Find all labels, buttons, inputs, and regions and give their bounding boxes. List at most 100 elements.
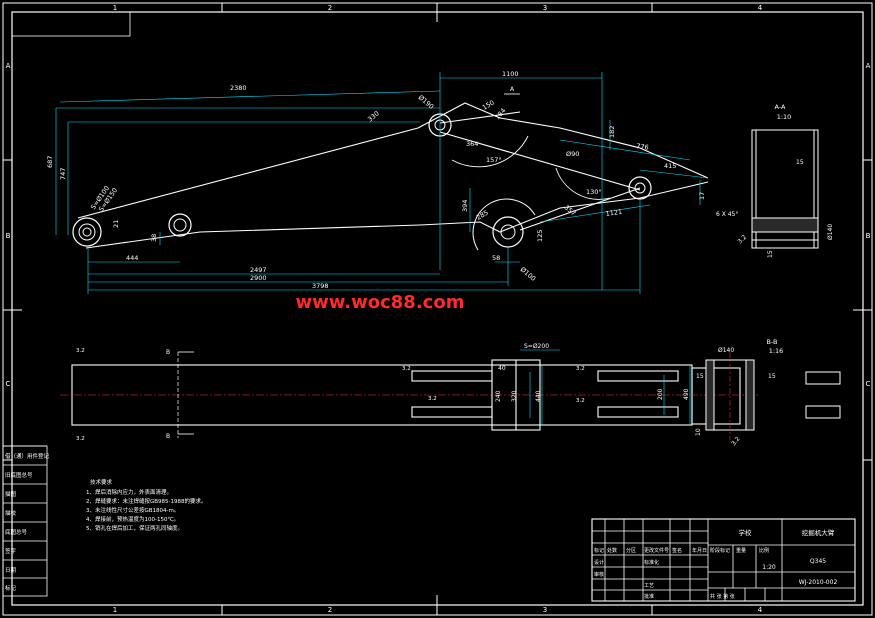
tb-part-name: 挖掘机大臂 xyxy=(802,528,835,537)
zone-number-top: 2 xyxy=(328,4,332,12)
dim-text-687: 687 xyxy=(46,156,54,168)
tb-label-design: 设计 xyxy=(594,559,604,566)
tb-scale: 1:20 xyxy=(762,564,776,571)
section-bb-wall-left xyxy=(705,359,715,431)
zone-number-top: 3 xyxy=(543,4,547,12)
root-pin-inner xyxy=(78,223,96,241)
technical-requirements: 技术要求 1、焊后消除内应力，外表面清理。 2、焊缝要求：未注焊缝按GB985-… xyxy=(86,478,207,532)
title-block-values: 学校 挖掘机大臂 Q345 1:20 WJ-2010-002 xyxy=(739,528,838,586)
roughness-mark: 3.2 xyxy=(402,366,411,372)
section-bb-body xyxy=(705,352,841,440)
left-table-label: 日期 xyxy=(5,567,17,574)
tb-label-zone: 分区 xyxy=(626,547,636,554)
left-table-label: 描校 xyxy=(5,509,17,517)
root-pin-outer xyxy=(72,217,102,247)
boom-upper-edge xyxy=(77,102,709,219)
section-bb-dims: Ø140 15 15 10 3.2 xyxy=(695,347,776,447)
tech-req-line: 2、焊缝要求：未注焊缝按GB985-1988的要求。 xyxy=(86,497,207,505)
title-block-labels: 标记 处数 分区 更改文件号 签名 年月日 设计 标准化 审核 工艺 批准 阶段… xyxy=(594,547,769,600)
dim-line-2380 xyxy=(59,90,441,103)
zone-number-top: 4 xyxy=(758,4,763,12)
title-block-grid xyxy=(591,518,856,602)
dim-text-776: 776 xyxy=(636,142,649,152)
section-bb-dim-15b: 15 xyxy=(768,373,776,380)
tip-pin-inner xyxy=(634,182,646,194)
dim-text-1121: 1121 xyxy=(605,208,622,218)
section-b-label-bottom: B xyxy=(166,433,170,440)
tech-req-line: 4、焊接前，预热温度为100-150℃。 xyxy=(86,515,179,523)
section-aa-dim-15b: 15 xyxy=(767,250,774,258)
section-aa-chamfer: 6 X 45° xyxy=(716,211,738,218)
section-aa-body xyxy=(751,129,819,249)
left-table-label: 描图 xyxy=(5,490,17,498)
plan-slot-4 xyxy=(597,406,679,418)
tb-label-mark: 标记 xyxy=(594,547,604,554)
tb-label-check: 审核 xyxy=(594,571,604,578)
roughness-mark: 3.2 xyxy=(428,396,437,402)
left-revision-table: 借（通）用件登记 旧底图总号 描图 描校 底图总号 签字 日期 标记 xyxy=(2,445,50,597)
tip-pin-outer xyxy=(628,176,652,200)
roughness-mark: 3.2 xyxy=(76,348,85,354)
section-b-label-top: B xyxy=(166,349,170,356)
plan-outline xyxy=(60,352,760,438)
plan-dim-text-40: 40 xyxy=(498,365,506,372)
title-block-frame xyxy=(591,518,856,602)
dim-text-angle-157: 157° xyxy=(486,156,502,164)
section-aa-scale: 1:10 xyxy=(777,113,792,121)
zone-letter-left: B xyxy=(6,232,11,240)
dim-text-394: 394 xyxy=(461,200,469,212)
left-table-label: 标记 xyxy=(5,584,17,592)
left-table-grid xyxy=(2,445,48,597)
plan-dim-text-440: 440 xyxy=(535,390,542,402)
plan-dim-text-240: 240 xyxy=(495,390,502,402)
section-bb-lug xyxy=(805,405,841,419)
section-aa-dim-32: 3.2 xyxy=(736,234,748,246)
boom-lower-edge xyxy=(85,181,709,249)
boom-inner-line xyxy=(519,187,641,231)
plan-end-right xyxy=(691,367,741,425)
dim-text-2380: 2380 xyxy=(230,84,247,92)
zone-number-top: 1 xyxy=(113,4,117,12)
section-aa-dim-15: 15 xyxy=(796,159,804,166)
tb-label-approve: 批准 xyxy=(644,593,654,600)
dim-text-747: 747 xyxy=(59,168,67,180)
left-table-label: 签字 xyxy=(5,547,17,555)
section-a-marker: A xyxy=(504,86,520,95)
cylinder-pin-outer xyxy=(168,213,192,237)
tech-req-line: 5、销孔在焊后加工，保证两孔同轴度。 xyxy=(86,524,183,532)
boom-inner-line xyxy=(439,111,521,124)
left-table-label: 借（通）用件登记 xyxy=(5,452,50,460)
tb-label-count: 处数 xyxy=(607,547,617,554)
plan-slot-3 xyxy=(597,370,679,382)
section-a-label: A xyxy=(510,86,515,93)
title-block: 标记 处数 分区 更改文件号 签名 年月日 设计 标准化 审核 工艺 批准 阶段… xyxy=(591,518,856,602)
tb-label-process: 工艺 xyxy=(644,583,654,589)
lower-pin-inner xyxy=(500,224,516,240)
tech-req-line: 3、未注线性尺寸公差按GB1804-m。 xyxy=(86,506,179,514)
tb-label-date: 年月日 xyxy=(692,547,707,554)
zone-letter-right: B xyxy=(866,232,871,240)
roughness-mark: 3.2 xyxy=(576,398,585,404)
tb-label-change-doc: 更改文件号 xyxy=(644,547,669,554)
pin-holes xyxy=(72,113,652,251)
section-bb-wall-right xyxy=(745,359,755,431)
dim-text-2900: 2900 xyxy=(250,274,267,282)
front-view: 2380 1100 687 747 444 2497 2900 3798 38 … xyxy=(46,70,709,294)
section-aa-title: A-A xyxy=(775,103,787,111)
section-aa-dims: 15 Ø140 3.2 15 6 X 45° xyxy=(716,159,834,258)
dim-text-58: 58 xyxy=(492,254,500,262)
section-aa-box xyxy=(751,129,819,249)
section-aa-dim-d140: Ø140 xyxy=(827,224,834,240)
dim-text-1100: 1100 xyxy=(502,70,519,78)
section-bb-view: B-B 1:16 Ø140 15 15 10 3.2 xyxy=(695,338,841,447)
border-zone-labels: 1 2 3 4 1 2 3 4 A B C A B C xyxy=(6,4,871,614)
section-bb-lug xyxy=(805,371,841,385)
zone-letter-left: A xyxy=(6,62,11,70)
section-bb-scale: 1:16 xyxy=(769,347,784,355)
plan-dim-text-s200: S=Ø200 xyxy=(524,343,549,350)
bend-lug-arc xyxy=(451,135,529,168)
plan-dim-text-320: 320 xyxy=(511,390,518,402)
dim-text-d90: Ø90 xyxy=(566,150,579,158)
